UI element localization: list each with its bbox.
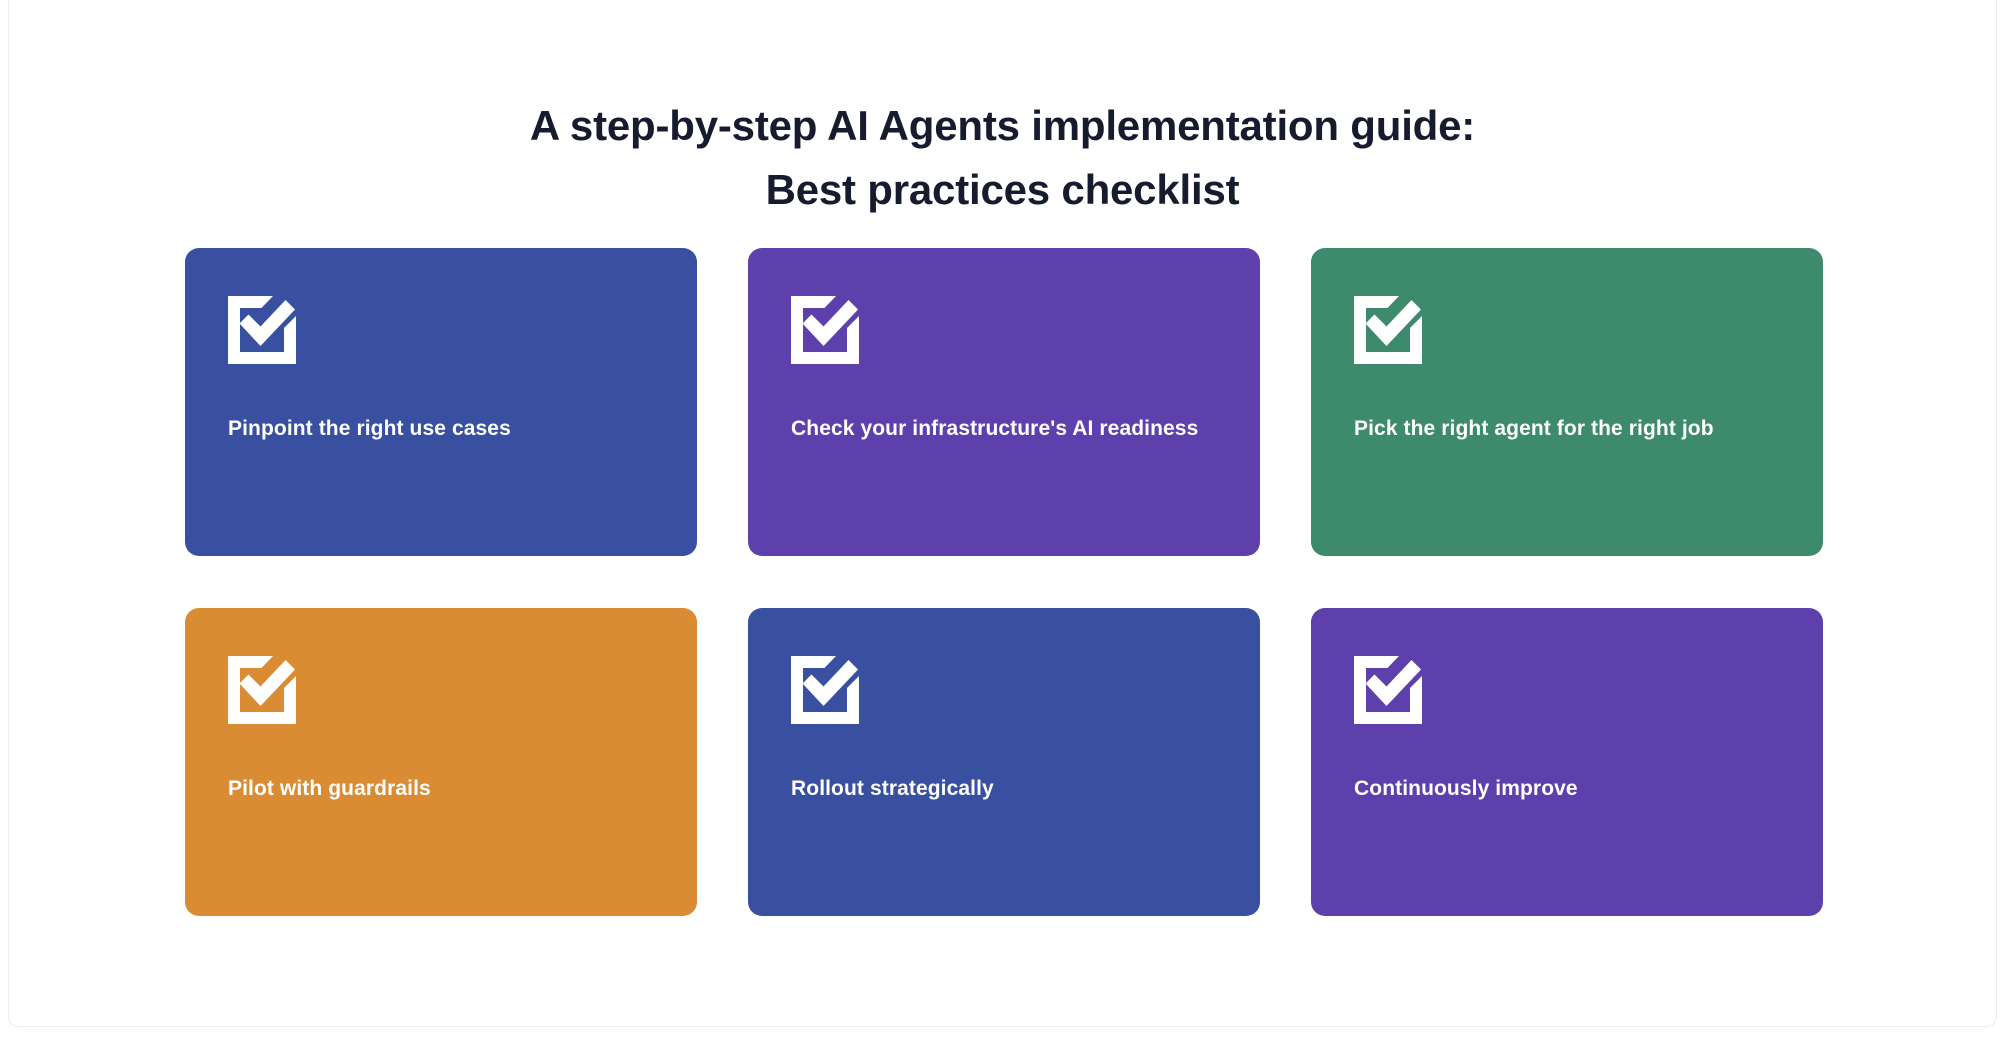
checkbox-checked-icon (791, 296, 859, 364)
checklist-card[interactable]: Pilot with guardrails (185, 608, 697, 916)
checklist-card[interactable]: Pick the right agent for the right job (1311, 248, 1823, 556)
checklist-card[interactable]: Pinpoint the right use cases (185, 248, 697, 556)
checklist-card-label: Check your infrastructure's AI readiness (791, 417, 1199, 440)
checklist-card[interactable]: Continuously improve (1311, 608, 1823, 916)
checklist-card-label: Continuously improve (1354, 777, 1578, 800)
checklist-card-label: Rollout strategically (791, 777, 994, 800)
checklist-card-label: Pinpoint the right use cases (228, 417, 511, 440)
checkbox-checked-icon (228, 656, 296, 724)
checkbox-checked-icon (1354, 296, 1422, 364)
checklist-card[interactable]: Check your infrastructure's AI readiness (748, 248, 1260, 556)
checkbox-checked-icon (1354, 656, 1422, 724)
page-title: A step-by-step AI Agents implementation … (0, 94, 2005, 222)
checklist-card[interactable]: Rollout strategically (748, 608, 1260, 916)
checkbox-checked-icon (228, 296, 296, 364)
checklist-card-grid: Pinpoint the right use cases Check your … (185, 248, 1823, 916)
checkbox-checked-icon (791, 656, 859, 724)
page-title-line-2: Best practices checklist (765, 166, 1240, 214)
checklist-card-label: Pick the right agent for the right job (1354, 417, 1714, 440)
checklist-card-label: Pilot with guardrails (228, 777, 431, 800)
page-title-line-1: A step-by-step AI Agents implementation … (529, 102, 1476, 150)
